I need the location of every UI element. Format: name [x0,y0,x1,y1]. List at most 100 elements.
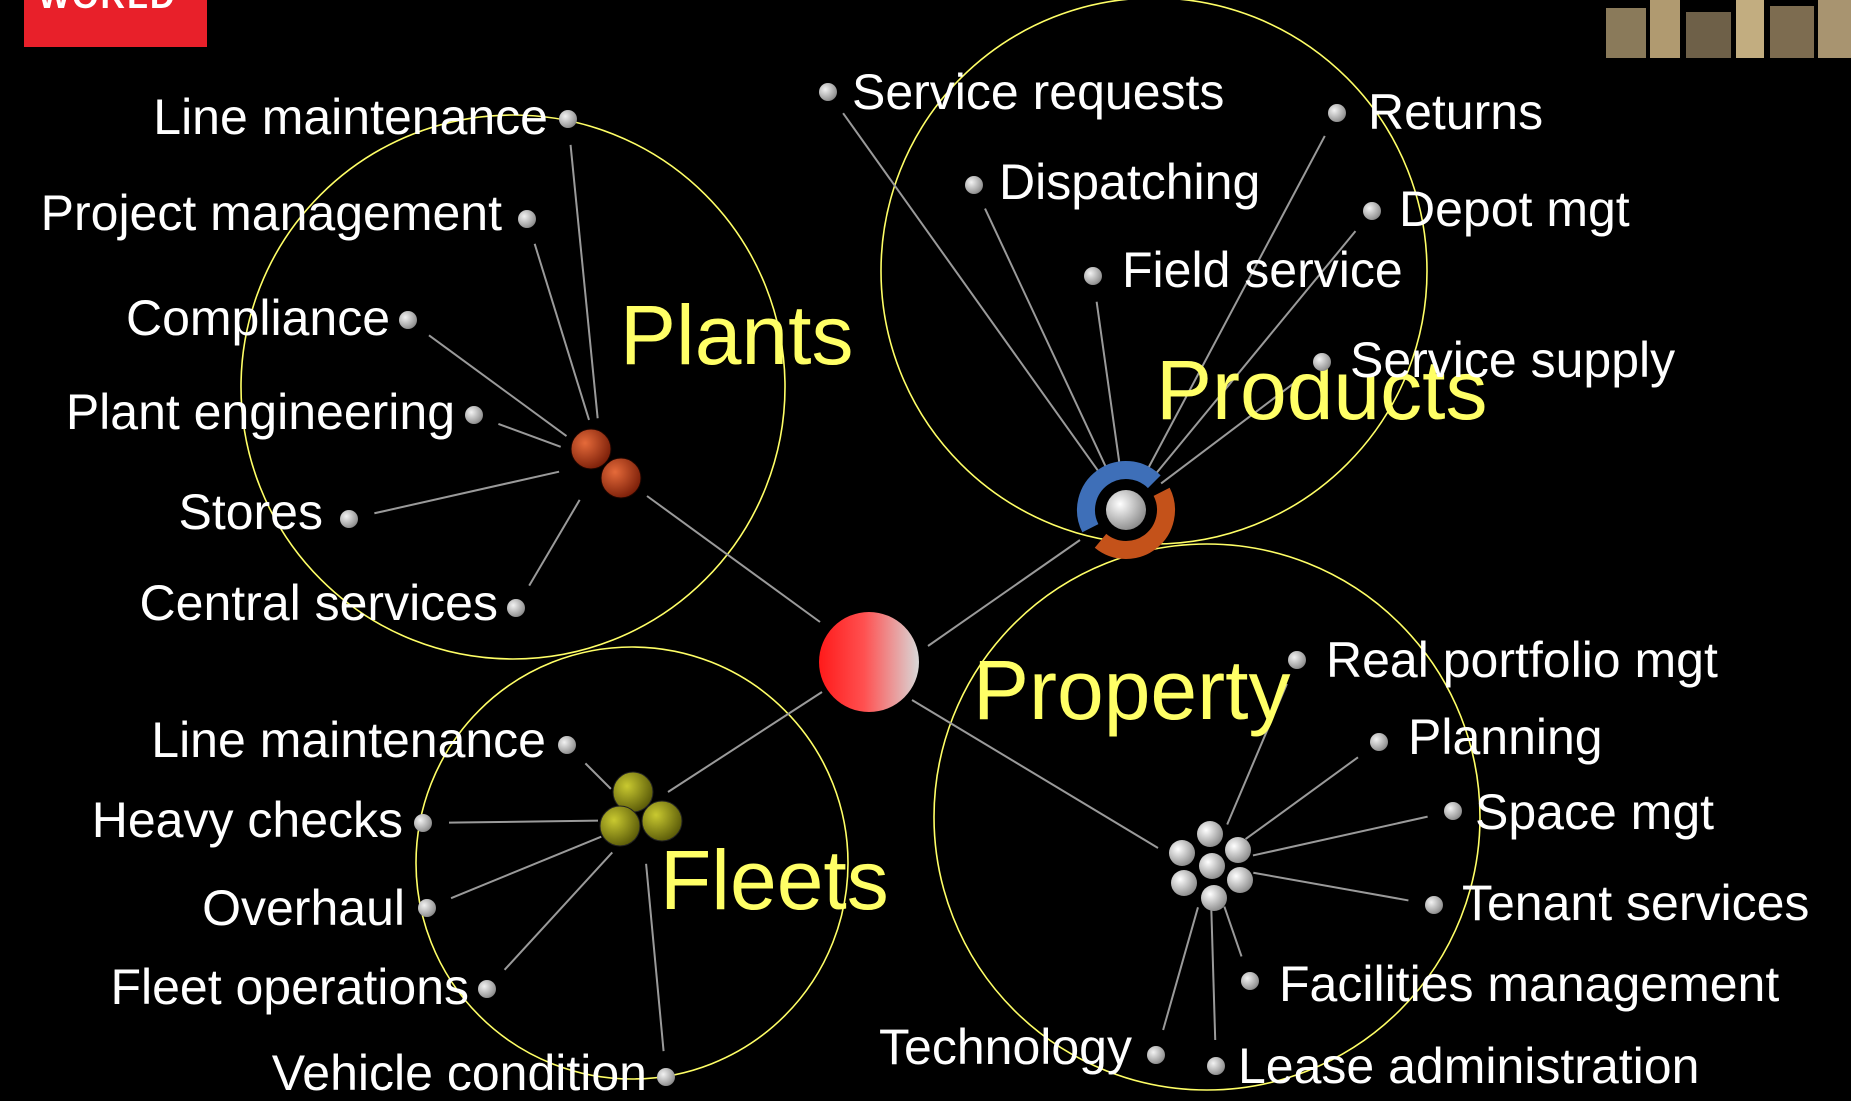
spoke-line [374,470,560,515]
item-label: Heavy checks [91,792,403,848]
item-label: Project management [40,185,502,241]
spoke-line [984,208,1109,471]
bullet-dot [1313,353,1331,371]
cluster-ring-property [933,543,1481,1091]
item-label: Central services [139,575,498,631]
item-label: Stores [178,484,323,540]
item-label: Plant engineering [65,384,455,440]
item-label: Vehicle condition [271,1045,647,1101]
spoke-line [1160,376,1302,485]
products-node-arc-orange [1094,487,1175,559]
products-node-center [1106,490,1146,530]
hub-connector-products [927,539,1081,647]
spoke-line [450,835,602,900]
bullet-dot [1147,1046,1165,1064]
fleets-node-circle [599,805,641,847]
item-label: Space mgt [1475,784,1715,840]
spoke-line [1095,301,1121,467]
spoke-line [842,112,1102,475]
bullet-dot [819,83,837,101]
spoke-line [1153,230,1357,477]
bullet-dot [1084,267,1102,285]
item-label: Facilities management [1279,956,1780,1012]
products-node-arc-blue [1077,461,1161,533]
cluster-title-property: Property [973,643,1291,737]
property-node-circle [1225,837,1251,863]
item-label: Tenant services [1462,875,1810,931]
spoke-line [1252,815,1428,857]
bullet-dot [465,406,483,424]
item-label: Real portfolio mgt [1326,632,1718,688]
cluster-title-plants: Plants [620,288,854,382]
header-photo [1598,0,1851,58]
fleets-node-circle [641,800,683,842]
cluster-ring-fleets [415,646,849,1080]
logo-text: WORLD [38,0,176,17]
bullet-dot [1425,896,1443,914]
bullet-dot [507,599,525,617]
item-label: Service requests [852,64,1225,120]
property-node-circle [1199,853,1225,879]
item-label: Field service [1122,242,1403,298]
hub-connector-plants [646,495,821,623]
bullet-dot [518,210,536,228]
plants-node-circle [570,428,612,470]
bullet-dot [418,899,436,917]
spoke-line [1210,908,1217,1041]
bullet-dot [1444,802,1462,820]
item-label: Overhaul [202,880,405,936]
bullet-dot [340,510,358,528]
spoke-line [1162,907,1199,1031]
spoke-line [448,819,599,824]
property-node-circle [1201,885,1227,911]
item-label: Dispatching [999,154,1261,210]
bullet-dot [399,311,417,329]
cluster-title-fleets: Fleets [660,833,889,927]
item-label: Fleet operations [110,959,469,1015]
property-node-circle [1197,821,1223,847]
spoke-line [645,863,665,1052]
item-label: Line maintenance [153,89,548,145]
item-label: Service supply [1350,332,1676,388]
spoke-line [1244,756,1359,840]
property-node-circle [1171,870,1197,896]
bullet-dot [559,110,577,128]
item-label: Returns [1368,84,1544,140]
hub-node [819,612,919,712]
spoke-line [528,499,581,587]
bullet-dot [558,736,576,754]
hub-connector-fleets [667,691,823,793]
bullet-dot [1370,733,1388,751]
bullet-dot [1207,1057,1225,1075]
spoke-line [533,243,590,421]
bullet-dot [414,814,432,832]
bullet-dot [1241,972,1259,990]
bullet-dot [657,1068,675,1086]
item-label: Technology [879,1019,1132,1075]
item-label: Line maintenance [151,712,546,768]
spoke-line [1145,135,1326,472]
company-logo: WORLD [24,0,207,47]
bullet-dot [965,176,983,194]
cluster-ring-plants [240,114,786,660]
spoke-line [428,334,568,437]
item-label: Compliance [125,290,390,346]
item-label: Depot mgt [1399,181,1630,237]
spoke-line [569,144,599,419]
spoke-line [584,762,612,790]
bullet-dot [478,980,496,998]
bullet-dot [1288,651,1306,669]
spoke-line [1223,906,1243,957]
spoke-line [1226,683,1288,825]
property-node-circle [1169,840,1195,866]
hub-connector-property [911,699,1159,849]
spoke-line [1253,871,1409,902]
item-label: Lease administration [1238,1038,1700,1094]
spoke-line [498,423,562,448]
bullet-dot [1363,202,1381,220]
property-node-circle [1227,867,1253,893]
bullet-dot [1328,104,1346,122]
item-label: Planning [1408,709,1603,765]
spoke-line [503,851,613,971]
